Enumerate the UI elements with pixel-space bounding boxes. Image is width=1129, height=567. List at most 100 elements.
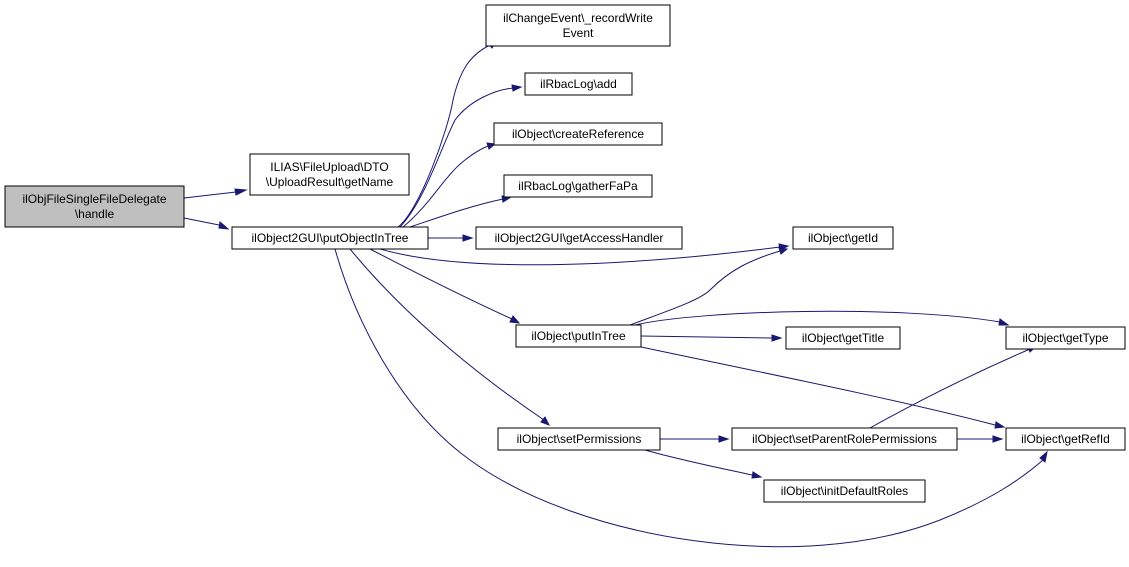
nodes-layer: ilObjFileSingleFileDelegate\handle ILIAS\… bbox=[4, 4, 1126, 503]
edge-line bbox=[629, 250, 781, 326]
node-getName[interactable]: ILIAS\FileUpload\DTO\UploadResult\getNam… bbox=[249, 153, 410, 196]
edge-line bbox=[183, 191, 237, 199]
edge-line bbox=[869, 348, 1031, 429]
node-label: ilObject\getTitle bbox=[802, 331, 885, 345]
node-box[interactable] bbox=[493, 122, 663, 146]
edge-line bbox=[634, 310, 1001, 326]
edge-putObjectInTree-to-recordWrite bbox=[397, 40, 498, 228]
node-box[interactable] bbox=[792, 226, 894, 250]
node-getRefId[interactable]: ilObject\getRefId bbox=[1005, 427, 1126, 451]
node-label: ilObject\createReference bbox=[512, 127, 644, 141]
arrowhead-icon bbox=[486, 142, 497, 150]
node-label: ilObject\setPermissions bbox=[517, 432, 642, 446]
edge-line bbox=[369, 248, 513, 320]
node-setPermissions[interactable]: ilObject\setPermissions bbox=[497, 427, 661, 451]
edge-setPermissions-to-setParentRolePermissions bbox=[660, 435, 730, 443]
edge-putInTree-to-getType bbox=[634, 310, 1010, 326]
edge-putObjectInTree-to-createReference bbox=[402, 142, 497, 228]
node-putInTree[interactable]: ilObject\putInTree bbox=[515, 324, 642, 348]
edge-line bbox=[644, 449, 753, 476]
node-getTitle[interactable]: ilObject\getTitle bbox=[785, 326, 901, 350]
node-label: ilObject\setParentRolePermissions bbox=[752, 432, 937, 446]
node-label: \handle bbox=[75, 207, 115, 221]
edge-putObjectInTree-to-putInTree bbox=[369, 248, 521, 324]
edge-line bbox=[409, 198, 504, 228]
node-box[interactable] bbox=[1005, 427, 1126, 451]
node-handle[interactable]: ilObjFileSingleFileDelegate\handle bbox=[4, 185, 185, 228]
node-rbacAdd[interactable]: ilRbacLog\add bbox=[524, 72, 633, 96]
node-box[interactable] bbox=[763, 479, 926, 503]
edge-line bbox=[397, 44, 491, 228]
arrowhead-icon bbox=[218, 221, 230, 230]
arrowhead-icon bbox=[1039, 450, 1048, 463]
node-box[interactable] bbox=[524, 72, 633, 96]
edge-putObjectInTree-to-setPermissions bbox=[349, 248, 551, 426]
arrowhead-icon bbox=[540, 416, 551, 426]
arrowhead-icon bbox=[234, 188, 248, 196]
edge-putInTree-to-getTitle bbox=[640, 334, 783, 342]
node-box[interactable] bbox=[1005, 326, 1126, 350]
arrowhead-icon bbox=[511, 84, 523, 92]
edge-setParentRolePermissions-to-getRefId bbox=[957, 435, 1004, 443]
node-getType[interactable]: ilObject\getType bbox=[1005, 326, 1126, 350]
edge-putInTree-to-getId bbox=[629, 247, 789, 326]
node-label: ilObject\getId bbox=[808, 231, 878, 245]
edge-line bbox=[183, 217, 220, 226]
node-gatherFaPa[interactable]: ilRbacLog\gatherFaPa bbox=[503, 174, 653, 198]
node-label: ilObject\initDefaultRoles bbox=[781, 484, 908, 498]
arrowhead-icon bbox=[992, 435, 1004, 443]
edge-putObjectInTree-to-getAccessHandler bbox=[428, 234, 474, 242]
node-box[interactable] bbox=[503, 174, 653, 198]
node-box[interactable] bbox=[249, 153, 410, 196]
node-label: Event bbox=[563, 26, 594, 40]
edge-line bbox=[379, 246, 781, 266]
edge-putInTree-to-getRefId bbox=[640, 346, 1006, 429]
node-getId[interactable]: ilObject\getId bbox=[792, 226, 894, 250]
node-initDefaultRoles[interactable]: ilObject\initDefaultRoles bbox=[763, 479, 926, 503]
node-createReference[interactable]: ilObject\createReference bbox=[493, 122, 663, 146]
node-label: ilObject\putInTree bbox=[531, 329, 626, 343]
node-getAccessHandler[interactable]: ilObject2GUI\getAccessHandler bbox=[475, 226, 683, 250]
node-label: ilObjFileSingleFileDelegate bbox=[22, 192, 166, 206]
node-box[interactable] bbox=[785, 326, 901, 350]
node-label: ilRbacLog\add bbox=[540, 77, 617, 91]
node-label: ILIAS\FileUpload\DTO bbox=[270, 160, 389, 174]
node-box[interactable] bbox=[4, 185, 185, 228]
node-box[interactable] bbox=[475, 226, 683, 250]
node-box[interactable] bbox=[731, 427, 958, 451]
node-label: ilRbacLog\gatherFaPa bbox=[518, 179, 638, 193]
arrowhead-icon bbox=[771, 334, 783, 342]
arrowhead-icon bbox=[751, 471, 763, 479]
node-label: ilObject\getRefId bbox=[1021, 432, 1110, 446]
node-label: \UploadResult\getName bbox=[266, 175, 394, 189]
node-setParentRolePermissions[interactable]: ilObject\setParentRolePermissions bbox=[731, 427, 958, 451]
arrowhead-icon bbox=[994, 421, 1006, 429]
edge-line bbox=[399, 87, 514, 228]
arrowhead-icon bbox=[998, 318, 1010, 326]
arrowhead-icon bbox=[718, 435, 730, 443]
node-box[interactable] bbox=[231, 226, 429, 250]
edge-setPermissions-to-initDefaultRoles bbox=[644, 449, 763, 479]
edge-line bbox=[640, 346, 996, 426]
node-box[interactable] bbox=[497, 427, 661, 451]
edge-line bbox=[349, 248, 545, 421]
edge-line bbox=[334, 248, 1044, 548]
edge-handle-to-getName bbox=[183, 188, 248, 199]
node-putObjectInTree[interactable]: ilObject2GUI\putObjectInTree bbox=[231, 226, 429, 250]
edge-handle-to-putObjectInTree bbox=[183, 217, 230, 230]
node-box[interactable] bbox=[485, 4, 671, 47]
arrowhead-icon bbox=[462, 234, 474, 242]
node-label: ilObject2GUI\getAccessHandler bbox=[495, 231, 664, 245]
edge-setParentRolePermissions-to-getType bbox=[869, 345, 1038, 429]
arrowhead-icon bbox=[509, 315, 521, 324]
edge-line bbox=[402, 145, 489, 228]
arrowhead-icon bbox=[778, 247, 789, 255]
node-box[interactable] bbox=[515, 324, 642, 348]
node-label: ilObject\getType bbox=[1022, 331, 1108, 345]
node-label: ilObject2GUI\putObjectInTree bbox=[252, 231, 409, 245]
edge-line bbox=[640, 335, 773, 339]
edge-putObjectInTree-to-rbacAdd bbox=[399, 84, 523, 228]
